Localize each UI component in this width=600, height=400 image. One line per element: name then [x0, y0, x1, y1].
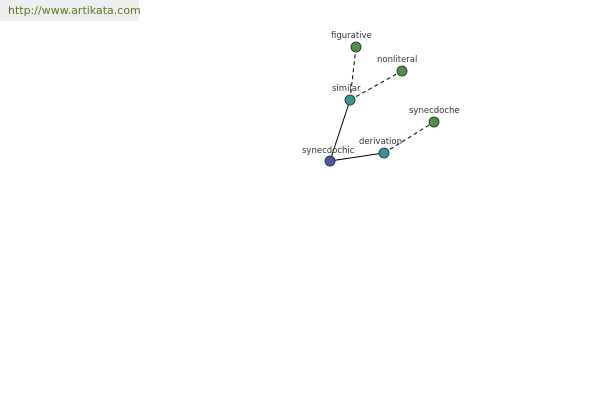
edges-layer [329, 46, 435, 162]
node-label-synecdoche[interactable]: synecdoche [409, 106, 460, 116]
watermark-url[interactable]: http://www.artikata.com [8, 4, 141, 17]
node-label-derivation[interactable]: derivation [359, 137, 402, 147]
watermark-banner: http://www.artikata.com [0, 0, 141, 21]
node-synecdoche[interactable] [428, 116, 440, 128]
node-similar[interactable] [344, 94, 356, 106]
edge-derivation-synecdoche [383, 121, 435, 154]
node-synecdochic[interactable] [324, 155, 336, 167]
node-figurative[interactable] [350, 41, 362, 53]
node-derivation[interactable] [378, 147, 390, 159]
nodes-layer: synecdochic similar derivation figurative no… [302, 31, 460, 167]
node-label-nonliteral[interactable]: nonliteral [377, 55, 417, 65]
node-label-similar[interactable]: similar [332, 84, 361, 94]
edge-synecdochic-similar [329, 99, 351, 162]
node-label-synecdochic[interactable]: synecdochic [302, 146, 355, 156]
node-nonliteral[interactable] [396, 65, 408, 77]
edge-similar-figurative [349, 46, 357, 101]
edge-synecdochic-derivation [329, 152, 385, 162]
node-label-figurative[interactable]: figurative [331, 31, 372, 41]
edge-similar-nonliteral [349, 70, 403, 101]
